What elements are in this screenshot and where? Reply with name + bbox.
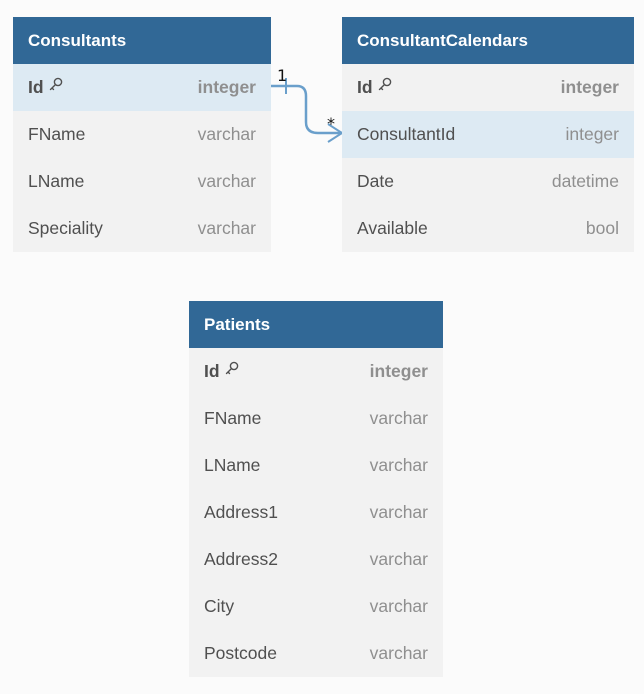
- table-row[interactable]: Address2 varchar: [189, 536, 443, 583]
- column-name: FName: [28, 124, 86, 144]
- table-row[interactable]: Speciality varchar: [13, 205, 271, 252]
- column-type: integer: [560, 77, 619, 97]
- table-row[interactable]: FName varchar: [189, 395, 443, 442]
- cardinality-one: 1: [277, 66, 288, 85]
- key-icon: [377, 63, 393, 110]
- table-row[interactable]: Postcode varchar: [189, 630, 443, 677]
- table-row[interactable]: Id integer: [342, 64, 634, 111]
- column-type: varchar: [369, 549, 428, 569]
- column-type: varchar: [369, 502, 428, 522]
- table-row[interactable]: LName varchar: [189, 442, 443, 489]
- column-type: integer: [197, 77, 256, 97]
- column-name: FName: [204, 408, 262, 428]
- column-name: Available: [357, 218, 428, 238]
- column-type: integer: [565, 124, 619, 144]
- table-row[interactable]: LName varchar: [13, 158, 271, 205]
- column-type: integer: [369, 361, 428, 381]
- column-type: varchar: [369, 408, 428, 428]
- column-name: ConsultantId: [357, 124, 456, 144]
- column-name: Address2: [204, 549, 278, 569]
- table-title[interactable]: Patients: [189, 301, 443, 348]
- column-type: varchar: [197, 124, 256, 144]
- column-type: varchar: [369, 455, 428, 475]
- table-row[interactable]: Date datetime: [342, 158, 634, 205]
- table-title[interactable]: ConsultantCalendars: [342, 17, 634, 64]
- table-row[interactable]: FName varchar: [13, 111, 271, 158]
- table-title[interactable]: Consultants: [13, 17, 271, 64]
- cardinality-many: *: [327, 114, 335, 133]
- column-name: Id: [204, 361, 220, 381]
- column-name: LName: [28, 171, 85, 191]
- column-type: bool: [585, 218, 619, 238]
- column-type: datetime: [551, 171, 619, 191]
- column-name: Speciality: [28, 218, 103, 238]
- table-patients[interactable]: Patients Id integer FName varchar LName …: [189, 301, 443, 677]
- column-name: Id: [357, 77, 373, 97]
- column-type: varchar: [197, 218, 256, 238]
- table-consultants[interactable]: Consultants Id integer FName varchar LNa…: [13, 17, 271, 252]
- table-row[interactable]: ConsultantId integer: [342, 111, 634, 158]
- column-name: Id: [28, 77, 44, 97]
- key-icon: [224, 347, 240, 394]
- table-row[interactable]: Address1 varchar: [189, 489, 443, 536]
- table-row[interactable]: City varchar: [189, 583, 443, 630]
- table-row[interactable]: Available bool: [342, 205, 634, 252]
- column-name: City: [204, 596, 235, 616]
- key-icon: [48, 63, 64, 110]
- column-type: varchar: [369, 596, 428, 616]
- column-name: Date: [357, 171, 394, 191]
- column-type: varchar: [369, 643, 428, 663]
- table-row[interactable]: Id integer: [189, 348, 443, 395]
- table-row[interactable]: Id integer: [13, 64, 271, 111]
- table-consultant-calendars[interactable]: ConsultantCalendars Id integer Consultan…: [342, 17, 634, 252]
- column-type: varchar: [197, 171, 256, 191]
- column-name: LName: [204, 455, 261, 475]
- column-name: Address1: [204, 502, 278, 522]
- column-name: Postcode: [204, 643, 277, 663]
